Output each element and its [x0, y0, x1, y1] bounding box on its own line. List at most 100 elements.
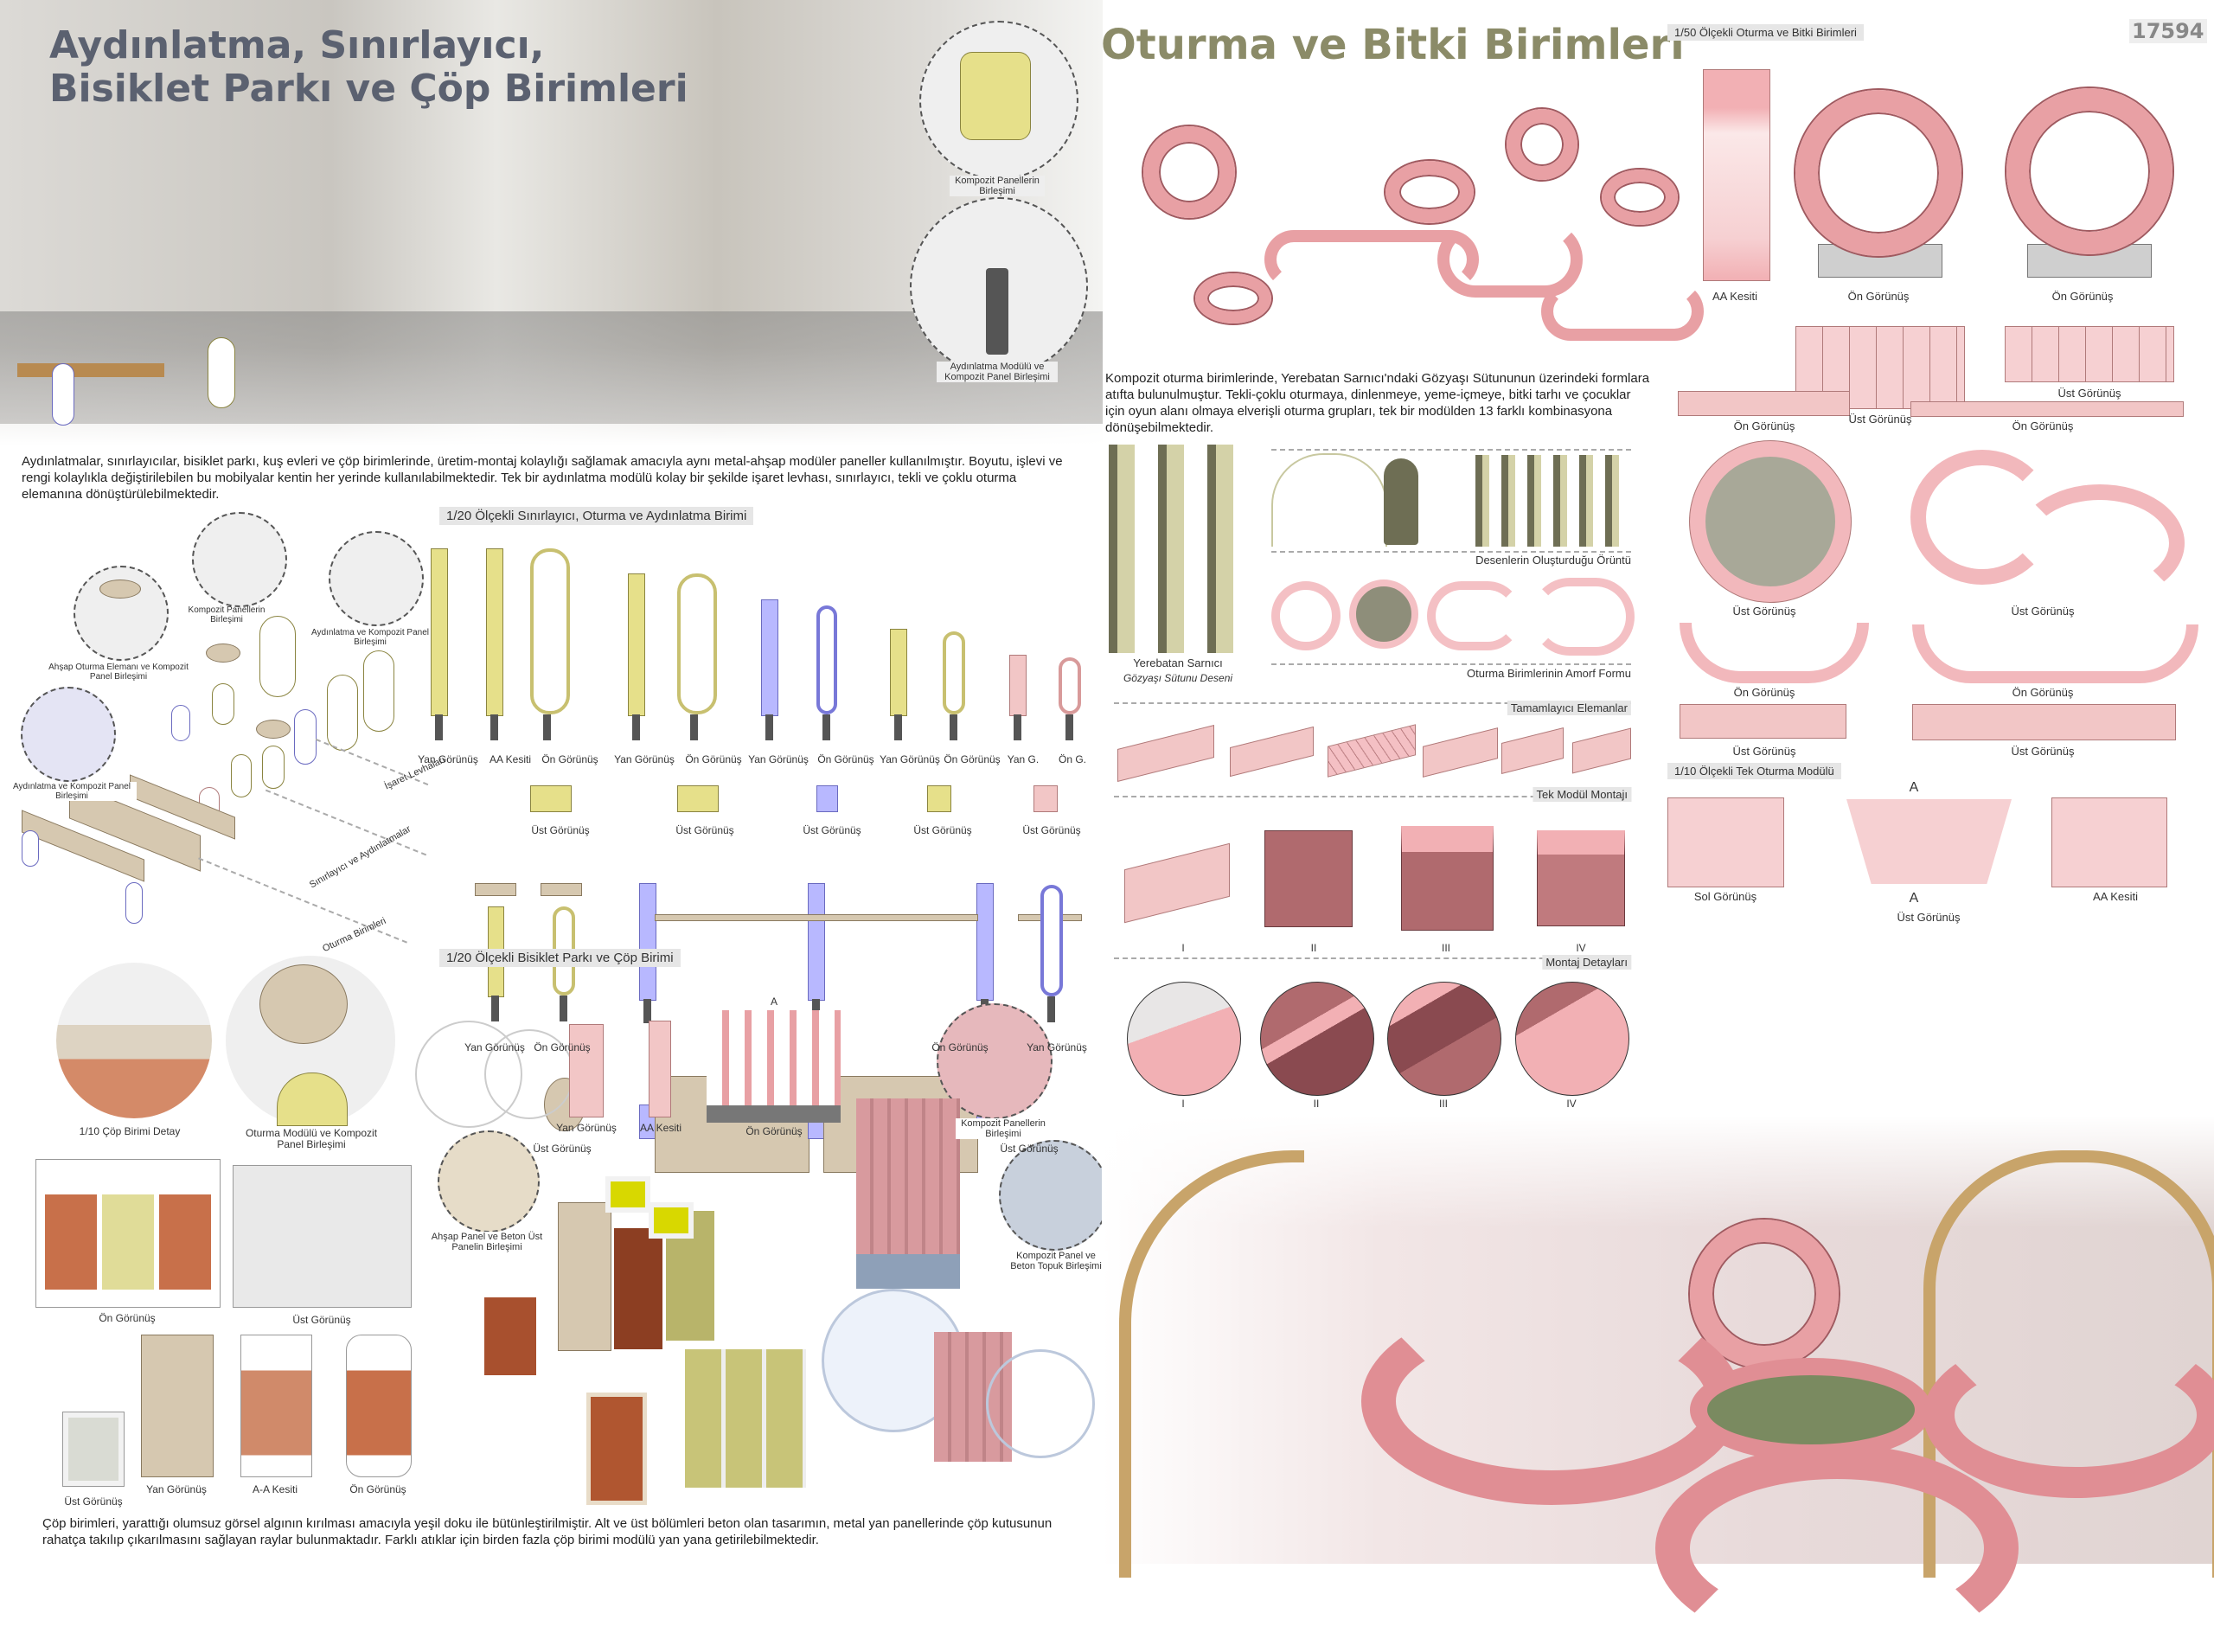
ring-front-view-2: [2006, 88, 2172, 254]
left-title-line2: Bisiklet Parkı ve Çöp Birimleri: [49, 67, 688, 111]
section-header-1-50: 1/50 Ölçekli Oturma ve Bitki Birimleri: [1667, 24, 1864, 41]
drawing-front-tall: [530, 548, 570, 714]
detail-numeral: II: [1313, 1098, 1320, 1110]
seat-module-disc: [259, 964, 348, 1044]
bike-iso-wheel-2: [986, 1349, 1095, 1458]
trash-iso-lid-1: [605, 1176, 650, 1213]
light-post-detail: [986, 268, 1008, 355]
label-on: Ön Görünüş: [1847, 290, 1910, 303]
board-id: 17594: [2129, 19, 2207, 43]
sofa-front-view: [1678, 391, 1850, 416]
module-numeral: IV: [1576, 942, 1586, 954]
trash-detail-circle: [56, 963, 212, 1118]
detail-circle-1: [1127, 982, 1241, 1096]
drawing-post: [643, 999, 651, 1023]
module-step-4: [1537, 830, 1625, 926]
complementary-panel-5: [1501, 727, 1564, 774]
plaza-seat-wave-1: [1361, 1297, 1742, 1505]
label-ust: Üst Görünüş: [2011, 605, 2075, 618]
drawing-side-pink: [1009, 655, 1027, 716]
pattern-divider-3: [1271, 663, 1631, 665]
module-numeral: II: [1310, 942, 1317, 954]
detail-circle-3: [1387, 982, 1501, 1096]
trash-iso-single: [586, 1393, 647, 1505]
bike-rack-section: [649, 1021, 671, 1117]
label-ust: Üst Görünüş: [2011, 745, 2075, 758]
bench-support-1: [639, 883, 656, 1001]
left-title: Aydınlatma, Sınırlayıcı, Bisiklet Parkı …: [49, 24, 688, 111]
label-aa: AA Kesiti: [1712, 290, 1758, 303]
label-on: Ön Görünüş: [534, 1041, 591, 1053]
pattern-derivation: [1271, 453, 1387, 547]
label-aa: AA Kesiti: [489, 753, 532, 765]
label-on: Ön Görünüş: [944, 753, 1001, 765]
iso-blue-module-1: [171, 705, 190, 741]
iso-stool-top-1: [206, 644, 240, 663]
label-ust: Üst Görünüş: [1848, 413, 1912, 426]
module-divider: [1114, 796, 1631, 797]
seat-ring-iso: [1195, 273, 1271, 323]
drawing-post: [1065, 714, 1073, 740]
wood-concrete-callout: Ahşap Panel ve Beton Üst Panelin Birleşi…: [431, 1232, 543, 1253]
label-yan: Yan Görünüş: [1027, 1041, 1087, 1053]
label-ust: Üst Görünüş: [531, 824, 590, 836]
label-ust: Üst Görünüş: [803, 824, 861, 836]
iso-group-bollards: Sınırlayıcı ve Aydınlatmalar: [307, 823, 413, 891]
drawing-post: [435, 714, 443, 740]
drawing-section-tall: [486, 548, 503, 716]
bike-panels-callout: Kompozit Panellerin Birleşimi: [956, 1118, 1051, 1140]
trash-iso-group: [558, 1202, 611, 1351]
loose-bin-orange: [484, 1297, 536, 1375]
seat-ring-iso: [1143, 126, 1235, 218]
label-on: Ön Görünüş: [349, 1483, 406, 1495]
trash-top-view: [233, 1165, 412, 1308]
trash-front-view: [35, 1159, 221, 1308]
bike-concrete-callout: Kompozit Panel ve Beton Topuk Birleşimi: [1004, 1251, 1108, 1272]
iso-stool-module-2: [262, 746, 285, 789]
label-on: Ön Görünüş: [817, 753, 874, 765]
label-ust: Üst Görünüş: [64, 1495, 123, 1508]
marker-a-bottom: A: [1909, 891, 1919, 906]
label-on: Ön Görünüş: [2012, 686, 2074, 699]
amorph-ring-1: [1271, 581, 1341, 650]
marker-a: A: [770, 996, 778, 1008]
iso-callout-wood-seat: Ahşap Oturma Elemanı ve Kompozit Panel B…: [48, 663, 189, 682]
left-title-line1: Aydınlatma, Sınırlayıcı,: [49, 23, 545, 67]
ring-top-view-2: [2005, 326, 2174, 382]
detail-circle-2: [1260, 982, 1374, 1096]
iso-blue-module-2: [294, 709, 317, 765]
bench-side-oval: [1040, 885, 1063, 996]
top-view-2: [677, 785, 719, 812]
aa-section-column: [1703, 69, 1770, 281]
bench-support-3: [976, 883, 994, 1001]
drawing-post: [490, 714, 498, 740]
label-aa: AA Kesiti: [2092, 890, 2139, 903]
iso-circle-panels: [192, 512, 287, 607]
section-header-1-10: 1/10 Ölçekli Tek Oturma Modülü: [1667, 763, 1841, 779]
seat-ring-iso: [1385, 161, 1474, 223]
top-view-1: [530, 785, 572, 812]
drawing-post: [894, 714, 902, 740]
label-ust: Üst Görünüş: [2057, 387, 2121, 400]
drawing-front-pink: [1059, 657, 1081, 714]
plaza-render-photo: [1102, 1116, 2214, 1652]
right-title: Oturma ve Bitki Birimleri: [1101, 21, 1685, 69]
bin-orange-2: [159, 1194, 211, 1290]
street-render-photo: [0, 0, 1103, 445]
module-step-3: [1401, 826, 1494, 931]
trash-front-single: [346, 1335, 412, 1477]
iso-bench-support-2: [125, 882, 143, 924]
bike-concrete-detail-circle: [999, 1140, 1110, 1251]
ring-front-view-1: [1795, 90, 1961, 256]
complementary-panel-2: [1230, 726, 1314, 778]
module-numeral: I: [1181, 942, 1185, 954]
iso-sign-module-3: [363, 650, 394, 732]
label-ust: Üst Görünüş: [1732, 605, 1796, 618]
left-footer-text: Çöp birimleri, yarattığı olumsuz görsel …: [42, 1516, 1053, 1547]
module-assembly-header: Tek Modül Montajı: [1533, 787, 1631, 802]
stool-front-top: [541, 883, 582, 896]
street-bench: [17, 363, 164, 377]
amorph-ring-2: [1349, 579, 1418, 649]
section-header-1-20-bike-trash: 1/20 Ölçekli Bisiklet Parkı ve Çöp Birim…: [439, 949, 681, 967]
module-numeral: III: [1441, 942, 1451, 954]
